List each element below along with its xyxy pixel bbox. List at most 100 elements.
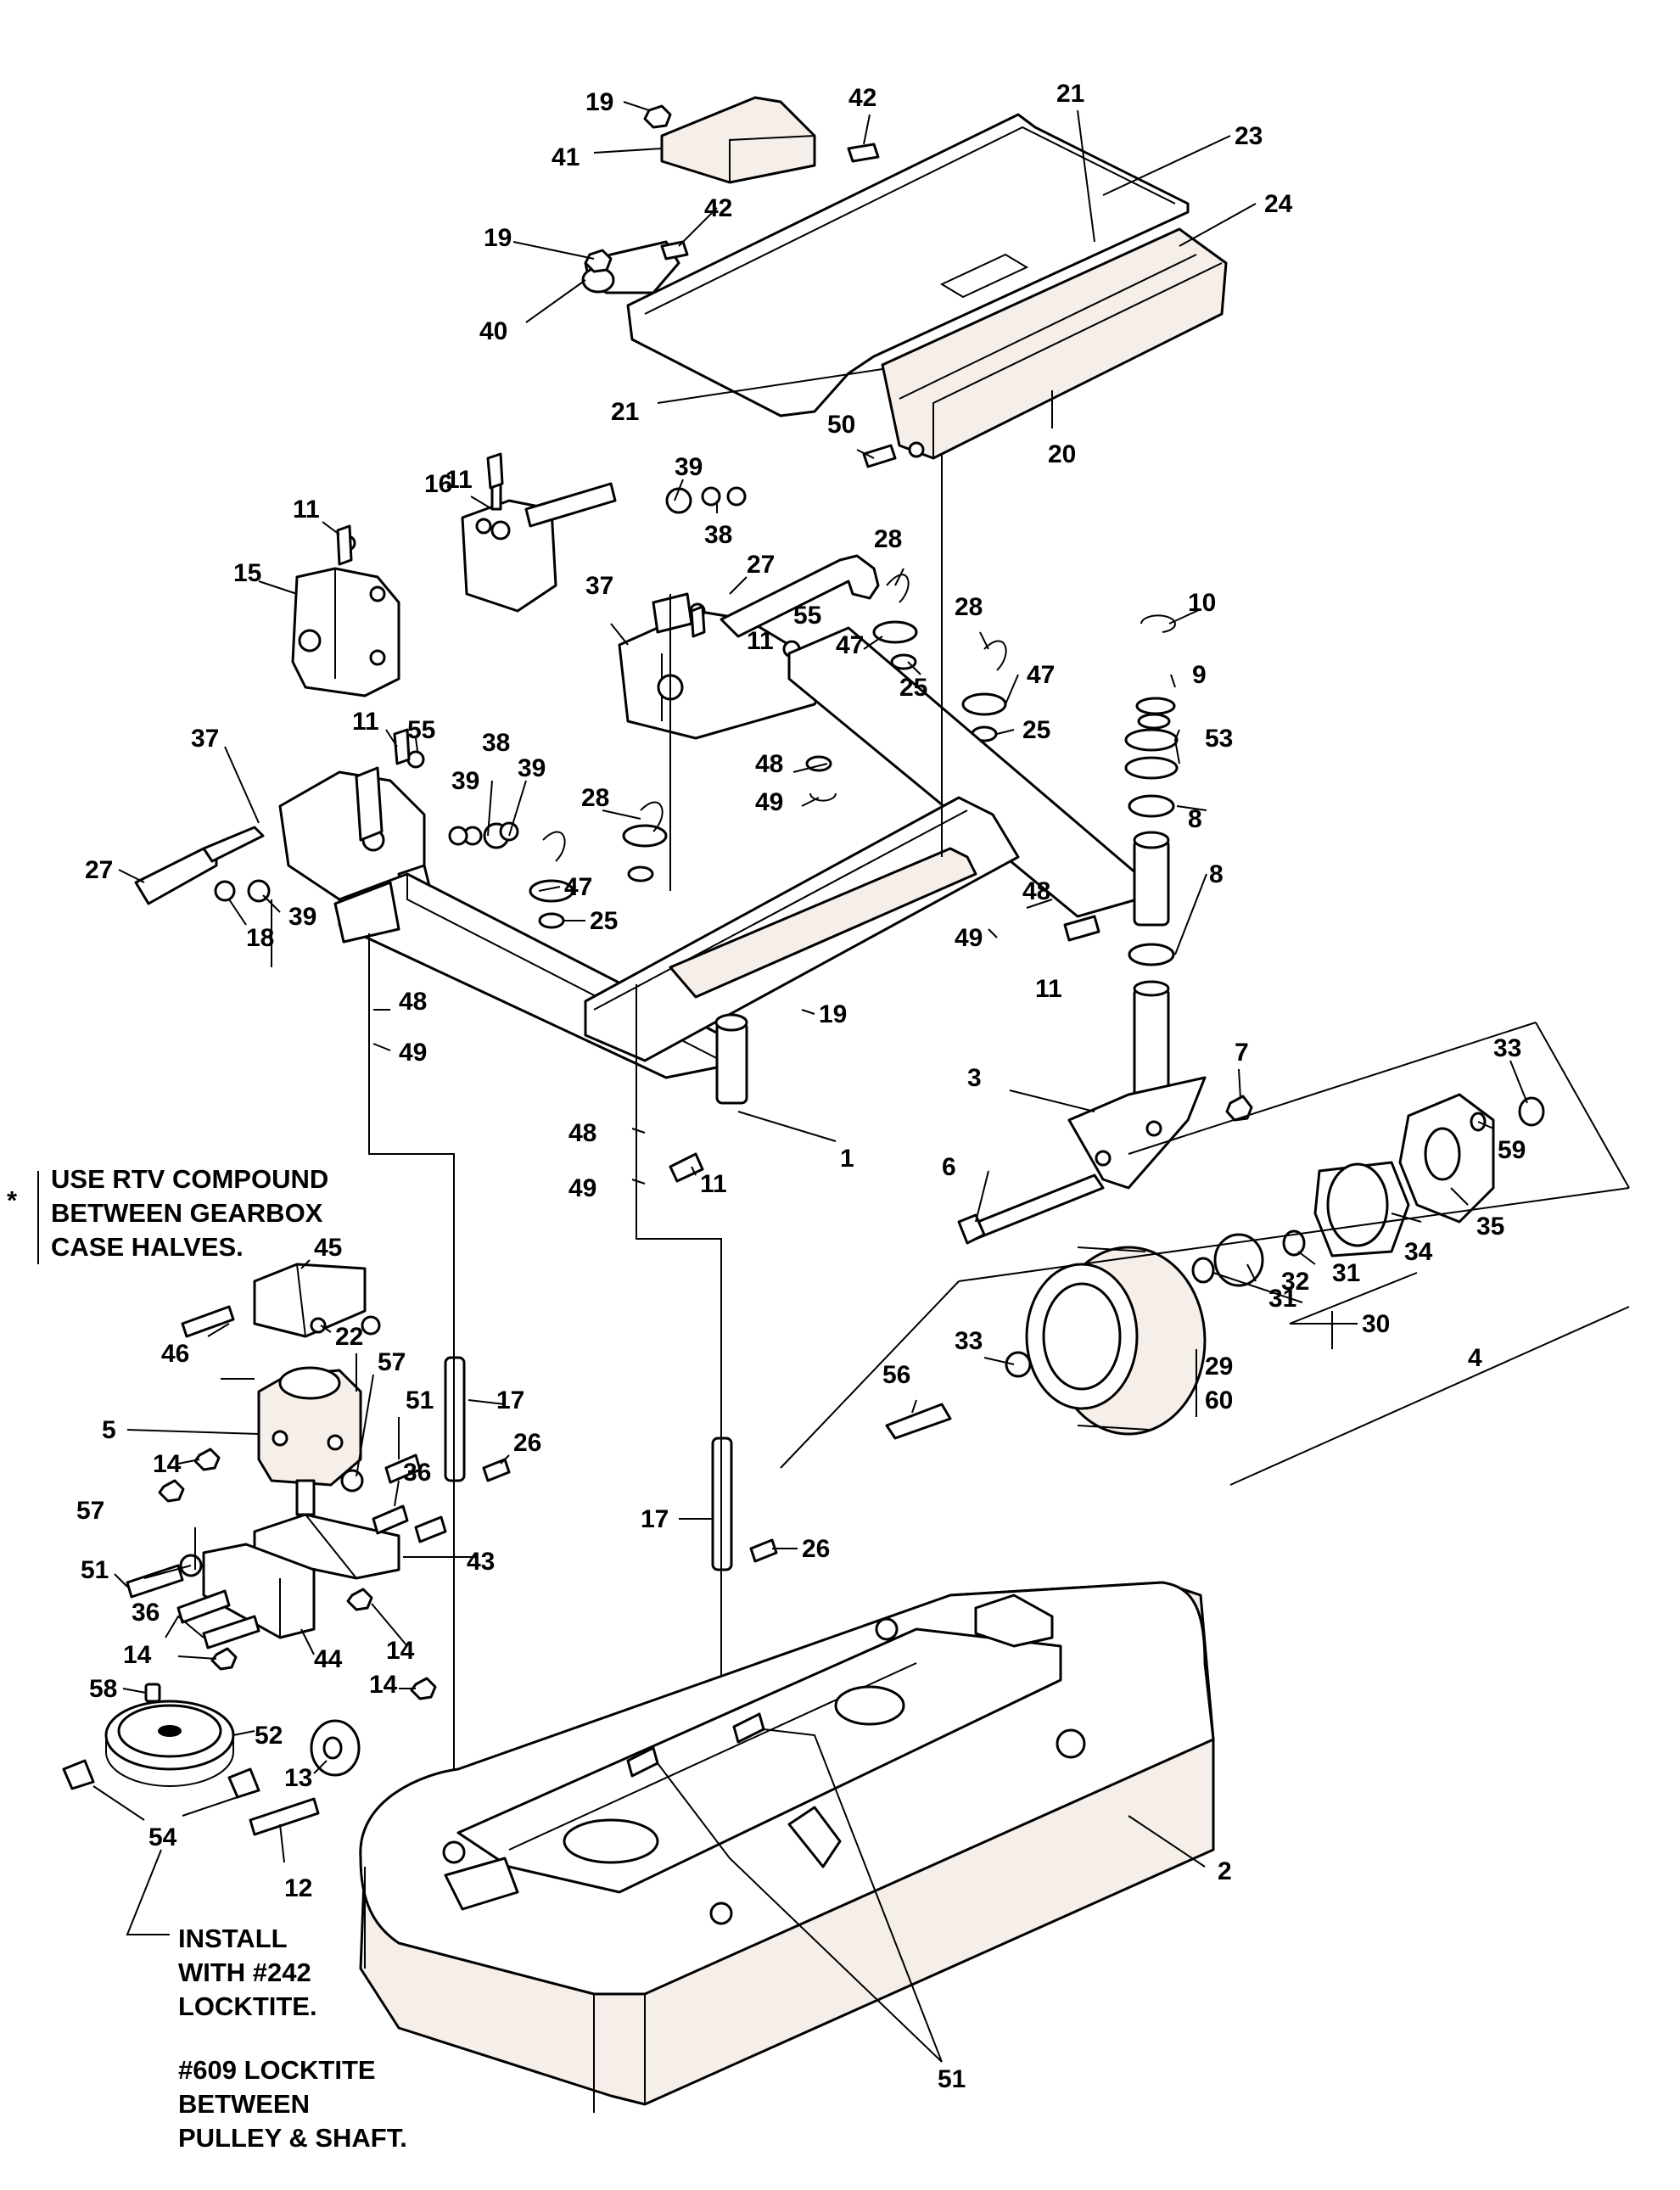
callout-47: 47 (564, 873, 592, 901)
idler-13 (310, 1719, 361, 1777)
callout-24: 24 (1264, 190, 1293, 218)
grease-fittings-11 (336, 452, 1100, 1183)
linkage-pins (214, 486, 801, 902)
deflector-20 (881, 227, 1228, 460)
callout-49: 49 (399, 1039, 427, 1067)
callout-11: 11 (747, 627, 774, 655)
callout-32: 32 (1281, 1268, 1309, 1296)
pulley-52 (104, 1700, 235, 1787)
callout-44: 44 (314, 1645, 343, 1673)
note-install-line3: LOCKTITE. (178, 1991, 317, 2021)
callout-49: 49 (568, 1174, 596, 1202)
callout-45: 45 (314, 1234, 342, 1262)
callout-4: 4 (1468, 1344, 1482, 1372)
callout-11: 11 (700, 1170, 727, 1198)
callout-29: 29 (1205, 1353, 1233, 1381)
callout-17: 17 (496, 1386, 524, 1414)
callout-58: 58 (89, 1675, 117, 1703)
lift-handle-27-right (720, 554, 880, 638)
note-609-line1: #609 LOCKTITE (178, 2055, 376, 2085)
main-frame-1 (333, 626, 1170, 1105)
callout-2: 2 (1218, 1857, 1232, 1885)
caster-bolt-6 (957, 1173, 1105, 1245)
callout-49: 49 (755, 788, 783, 816)
callout-11: 11 (352, 708, 379, 736)
callout-46: 46 (161, 1340, 189, 1368)
callout-53: 53 (1205, 725, 1233, 753)
callout-48: 48 (399, 988, 427, 1016)
note-609-line2: BETWEEN (178, 2089, 310, 2119)
callout-51: 51 (81, 1556, 109, 1584)
callout-1: 1 (840, 1145, 854, 1173)
note-rtv-line2: BETWEEN GEARBOX (51, 1198, 323, 1228)
callout-28: 28 (955, 593, 983, 621)
callout-39: 39 (675, 453, 703, 481)
callout-25: 25 (590, 907, 618, 935)
callout-13: 13 (284, 1764, 312, 1792)
mount-bracket-44 (202, 1543, 316, 1639)
callout-40: 40 (479, 317, 507, 345)
note-rtv: * USE RTV COMPOUND BETWEEN GEARBOX CASE … (7, 1164, 328, 1262)
callout-5: 5 (102, 1416, 116, 1444)
caster-fork-3 (1067, 980, 1207, 1190)
callout-48: 48 (1022, 877, 1050, 905)
callout-47: 47 (836, 631, 864, 659)
callout-52: 52 (255, 1722, 283, 1750)
callout-8: 8 (1209, 860, 1224, 888)
caster-wheel-29 (1025, 1246, 1207, 1436)
callout-55: 55 (793, 602, 821, 630)
callout-57: 57 (378, 1348, 406, 1376)
callout-8: 8 (1188, 805, 1202, 833)
callout-43: 43 (467, 1548, 495, 1576)
callout-33: 33 (1493, 1034, 1521, 1062)
leaders (37, 101, 1528, 2063)
callout-51: 51 (406, 1386, 434, 1414)
callout-12: 12 (284, 1874, 312, 1902)
lift-rods-17 (444, 1356, 778, 1571)
note-asterisk: * (7, 1185, 18, 1215)
callout-28: 28 (581, 784, 609, 812)
callout-14: 14 (123, 1641, 152, 1669)
callout-27: 27 (747, 551, 775, 579)
caster-brackets (780, 1022, 1630, 1486)
wheel-hub-parts (885, 1093, 1545, 1440)
callout-15: 15 (233, 559, 261, 587)
callout-23: 23 (1235, 122, 1263, 150)
callout-47: 47 (1027, 661, 1055, 689)
note-609: #609 LOCKTITE BETWEEN PULLEY & SHAFT. (178, 2055, 407, 2153)
callout-21: 21 (611, 398, 639, 426)
gearbox-cover-45 (253, 1263, 367, 1338)
callout-22: 22 (335, 1323, 363, 1351)
callout-39: 39 (518, 754, 546, 782)
callout-20: 20 (1048, 440, 1076, 468)
top-hardware (584, 104, 897, 468)
deck-frame (442, 1593, 1086, 1925)
callout-42: 42 (704, 194, 732, 222)
lift-handle-27-left (134, 826, 265, 905)
callout-55: 55 (407, 716, 435, 744)
callout-16: 16 (424, 470, 452, 498)
callout-37: 37 (585, 572, 613, 600)
callout-19: 19 (484, 224, 512, 252)
callout-56: 56 (882, 1361, 910, 1389)
callout-54: 54 (148, 1823, 177, 1851)
callout-17: 17 (641, 1505, 669, 1533)
callout-30: 30 (1362, 1310, 1390, 1338)
callout-38: 38 (704, 521, 732, 549)
callout-9: 9 (1192, 661, 1207, 689)
callout-14: 14 (153, 1450, 182, 1478)
callout-35: 35 (1476, 1213, 1504, 1241)
deflector-plate-23 (626, 113, 1190, 417)
callout-26: 26 (802, 1535, 830, 1563)
hinge-bracket-40 (581, 240, 680, 294)
link-lines (194, 454, 943, 1909)
callout-31: 31 (1268, 1285, 1296, 1313)
callout-60: 60 (1205, 1386, 1233, 1414)
note-rtv-line3: CASE HALVES. (51, 1232, 244, 1262)
callout-7: 7 (1235, 1039, 1249, 1067)
callout-31: 31 (1332, 1259, 1360, 1287)
hinge-bracket-41 (660, 96, 816, 184)
callout-11: 11 (293, 496, 320, 524)
callout-labels: 19 41 42 21 23 24 19 42 40 21 50 20 11 1… (76, 80, 1526, 2093)
